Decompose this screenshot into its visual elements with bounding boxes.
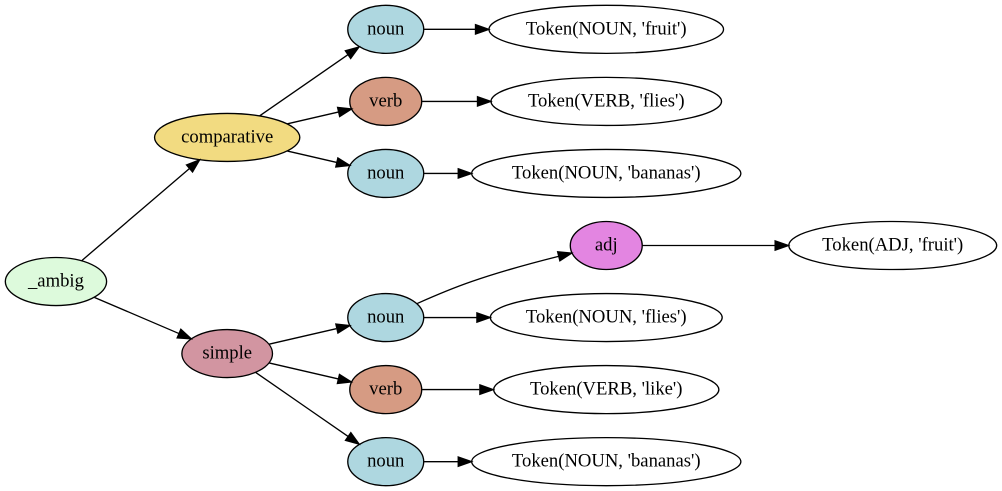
svg-text:Token(ADJ, 'fruit'): Token(ADJ, 'fruit')	[822, 234, 963, 255]
svg-text:noun: noun	[367, 451, 405, 472]
svg-text:Token(VERB, 'like'): Token(VERB, 'like')	[530, 379, 682, 400]
svg-text:Token(NOUN, 'bananas'): Token(NOUN, 'bananas')	[512, 162, 701, 183]
svg-text:_ambig: _ambig	[27, 270, 84, 291]
svg-text:Token(VERB, 'flies'): Token(VERB, 'flies')	[528, 90, 685, 111]
svg-text:noun: noun	[367, 18, 405, 39]
svg-text:comparative: comparative	[181, 126, 273, 147]
svg-text:simple: simple	[202, 342, 252, 363]
svg-text:adj: adj	[595, 234, 618, 255]
svg-text:Token(NOUN, 'flies'): Token(NOUN, 'flies')	[526, 306, 687, 327]
svg-text:verb: verb	[369, 90, 402, 111]
svg-text:Token(NOUN, 'bananas'): Token(NOUN, 'bananas')	[512, 451, 701, 472]
svg-text:noun: noun	[367, 162, 405, 183]
svg-text:Token(NOUN, 'fruit'): Token(NOUN, 'fruit')	[526, 18, 687, 39]
svg-text:noun: noun	[367, 306, 405, 327]
svg-text:verb: verb	[369, 379, 402, 400]
